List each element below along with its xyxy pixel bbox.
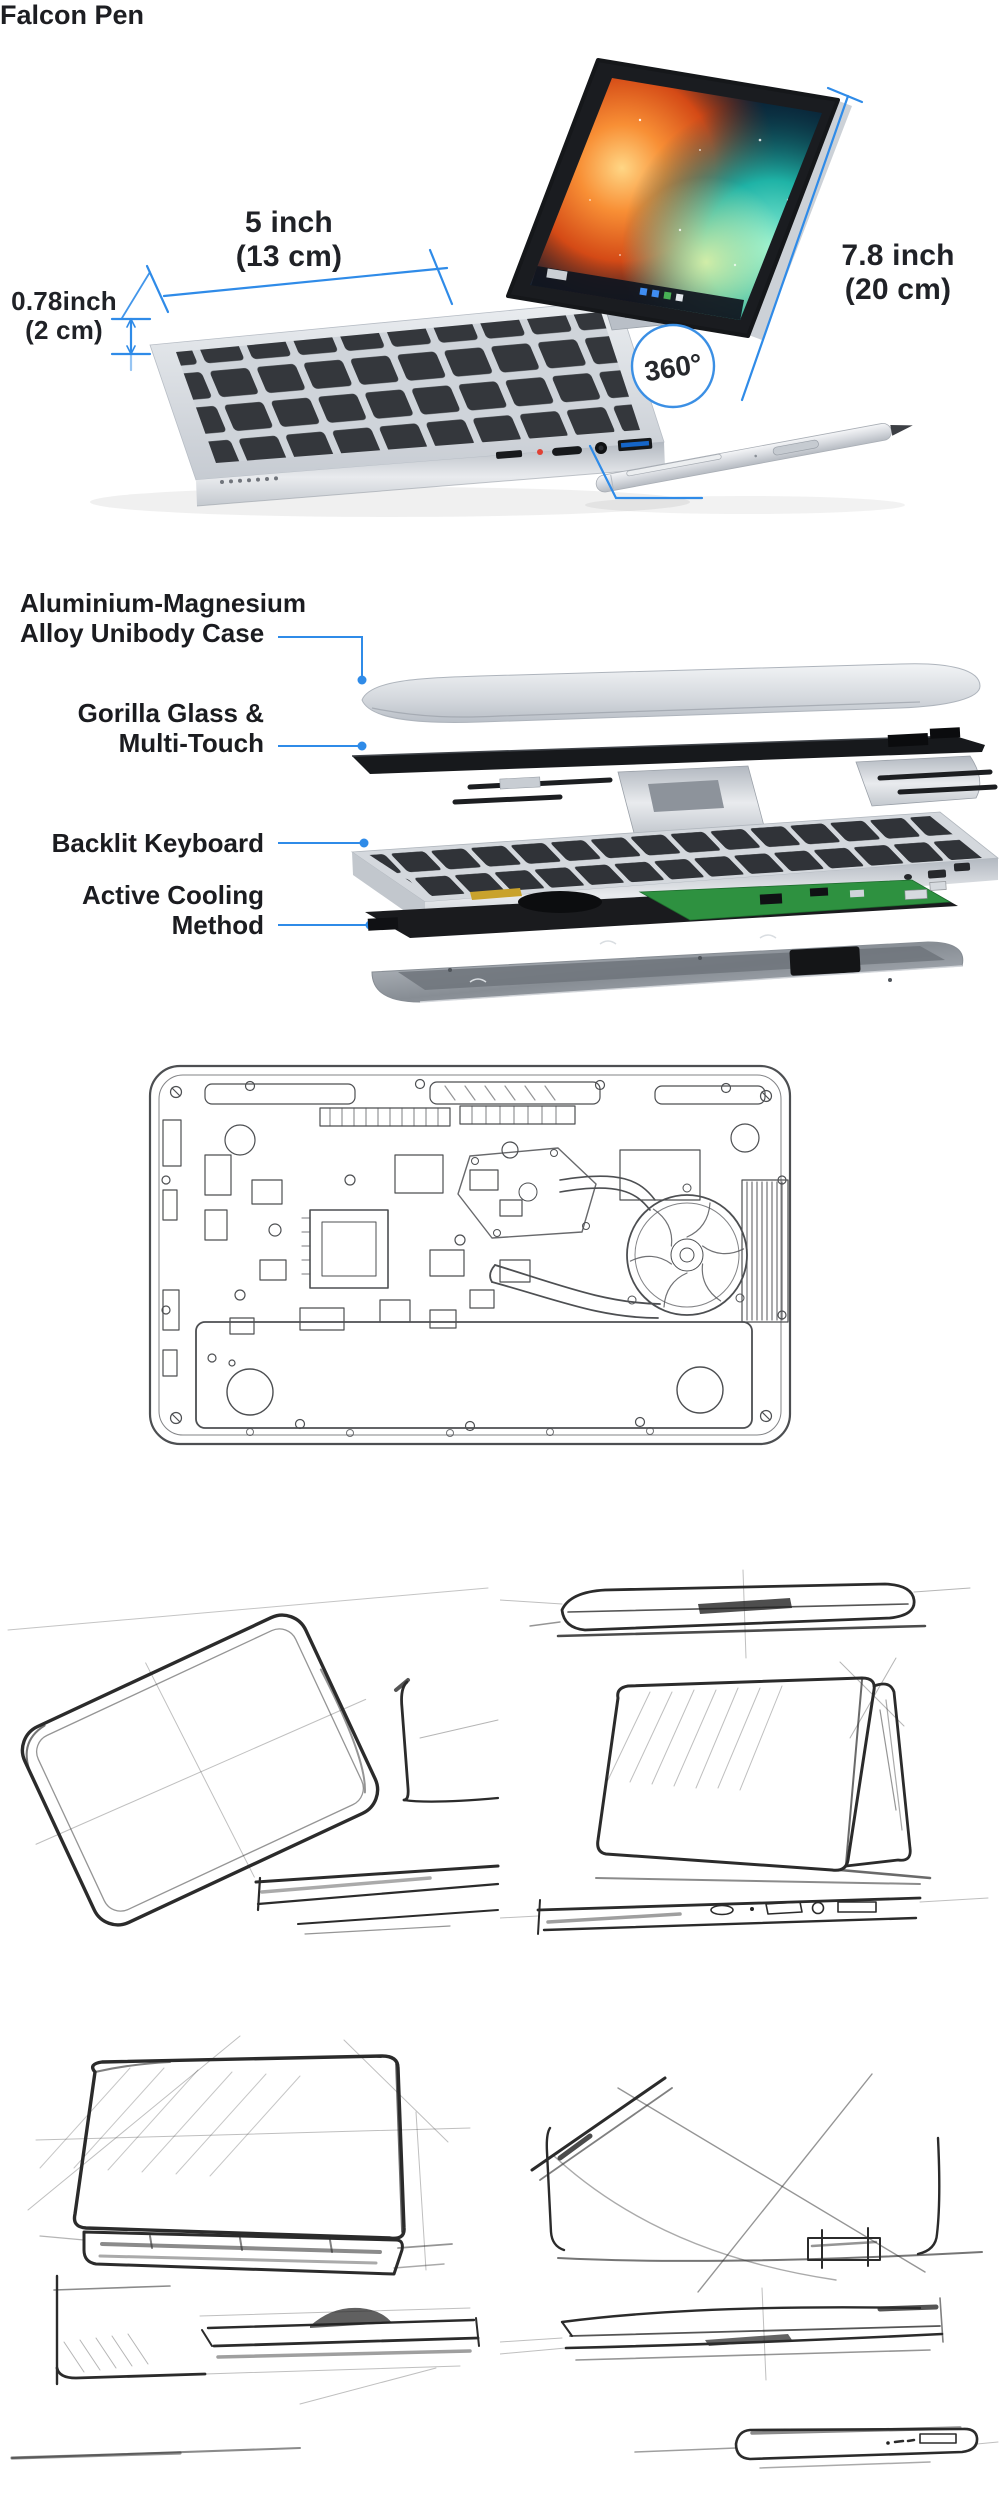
width-value: 5 inch (245, 206, 333, 239)
width-value-metric: (13 cm) (235, 239, 343, 273)
pcb-components (162, 1105, 760, 1377)
width-dimension-label: 5 inch (13 cm) (180, 206, 398, 274)
pen-tip (890, 424, 913, 436)
thickness-value-metric: (2 cm) (25, 315, 103, 346)
exploded-view-section: Aluminium-Magnesium Alloy Unibody Case G… (0, 540, 1000, 1070)
exhaust-fins (741, 1179, 789, 1323)
diagonal-dimension-label: 7.8 inch (20 cm) (802, 239, 994, 307)
sketch-closed-laptop (7, 1587, 500, 1935)
exploded-label-glass: Gorilla Glass & Multi-Touch (77, 698, 264, 758)
heat-pipe-assembly (457, 1147, 661, 1319)
speaker-grille (220, 476, 278, 484)
flex-cable (470, 888, 522, 900)
usb-a-port (617, 437, 653, 452)
diagonal-value: 7.8 inch (841, 239, 955, 272)
side-ports (495, 437, 653, 459)
exploded-leader-lines (278, 636, 375, 930)
keyboard-keys (176, 312, 640, 463)
thickness-dimension-label: 0.78inch (2 cm) (2, 286, 126, 346)
hinge-mechanism (452, 755, 998, 834)
sketches-section (0, 1530, 1000, 2501)
screws (161, 1078, 787, 1432)
micro-hdmi-port (495, 450, 523, 459)
diagonal-dimension-line (740, 94, 850, 402)
exploded-illustration (278, 636, 1000, 1003)
exploded-label-keyboard: Backlit Keyboard (51, 828, 264, 858)
hinge-vents (204, 1081, 766, 1105)
diagonal-value-metric: (20 cm) (844, 272, 952, 306)
exploded-lid-layer (361, 663, 981, 723)
exploded-display-layer (351, 727, 998, 834)
deck-ports (904, 862, 971, 880)
pen-leader-line (588, 444, 704, 500)
laptop-base (149, 299, 666, 507)
falcon-pen (595, 423, 913, 493)
pen-button (772, 439, 819, 456)
hero-illustration: 360° (90, 58, 913, 517)
sketch-tent-mode (500, 1569, 989, 1935)
chassis-outline (148, 1064, 792, 1446)
motherboard-pcb (638, 879, 952, 921)
pen-label: Falcon Pen (0, 0, 145, 30)
width-dimension-line (162, 266, 449, 298)
pen-clip (626, 453, 722, 477)
taskbar (531, 266, 744, 320)
sketch-detail-studies (500, 2073, 999, 2469)
power-led (537, 449, 543, 455)
main-chip (309, 1209, 389, 1289)
plate-block (789, 946, 861, 976)
technical-drawing-section (0, 1060, 1000, 1480)
exploded-label-case: Aluminium-Magnesium Alloy Unibody Case (20, 588, 307, 648)
usb-c-port (552, 446, 582, 456)
dimension-lines (110, 86, 864, 500)
rotation-badge: 360° (630, 323, 716, 409)
thickness-dimension-line (110, 317, 152, 372)
pen-shadow (585, 496, 905, 514)
battery-area (195, 1321, 753, 1437)
technical-drawing (148, 1064, 792, 1446)
exploded-label-cooling: Active Cooling Method (81, 880, 264, 940)
hero-section: 360° 5 inch (0, 0, 1000, 540)
sketch-open-laptop (10, 2035, 480, 2460)
exploded-cooling-layer (365, 879, 958, 938)
exploded-bottom-plate (371, 934, 964, 1003)
thickness-value: 0.78inch (11, 286, 117, 316)
